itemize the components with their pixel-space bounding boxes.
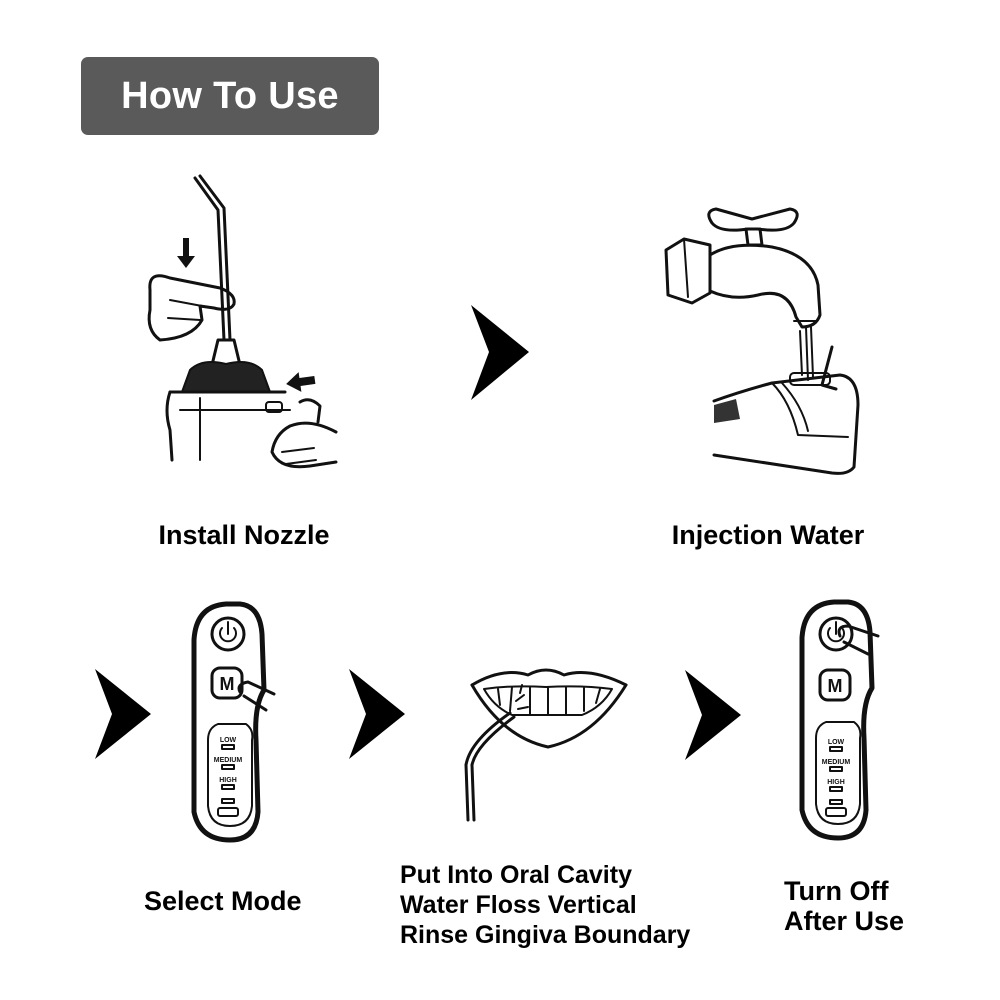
mode-key-label: M bbox=[828, 676, 843, 696]
faucet-filling-illustration bbox=[662, 205, 862, 475]
step-label-line: After Use bbox=[784, 906, 904, 936]
step-label-line: Rinse Gingiva Boundary bbox=[400, 920, 690, 950]
mode-key-label: M bbox=[220, 674, 235, 694]
step-label-oral-cavity: Put Into Oral Cavity Water Floss Vertica… bbox=[400, 860, 690, 950]
install-nozzle-illustration bbox=[140, 170, 340, 480]
step-label-injection-water: Injection Water bbox=[672, 520, 865, 551]
level-low-label: LOW bbox=[220, 737, 237, 744]
level-low-label: LOW bbox=[828, 739, 845, 746]
step-label-line: Water Floss Vertical bbox=[400, 890, 690, 920]
step-label-turn-off: Turn Off After Use bbox=[784, 876, 904, 936]
level-medium-label: MEDIUM bbox=[214, 757, 243, 764]
level-high-label: HIGH bbox=[827, 779, 845, 786]
chevron-right-icon bbox=[471, 305, 531, 400]
remote-press-mode-illustration: M LOW MEDIUM HIGH bbox=[188, 600, 308, 850]
level-high-label: HIGH bbox=[219, 777, 237, 784]
level-medium-label: MEDIUM bbox=[822, 759, 851, 766]
title-badge: How To Use bbox=[81, 57, 379, 135]
chevron-right-icon bbox=[349, 669, 405, 759]
step-label-install-nozzle: Install Nozzle bbox=[158, 520, 329, 551]
remote-press-power-illustration: M LOW MEDIUM HIGH bbox=[796, 598, 916, 848]
step-label-line: Put Into Oral Cavity bbox=[400, 860, 690, 890]
mouth-flossing-illustration bbox=[462, 645, 632, 825]
page-title: How To Use bbox=[121, 75, 339, 118]
step-label-select-mode: Select Mode bbox=[144, 886, 302, 917]
chevron-right-icon bbox=[95, 669, 151, 759]
step-label-line: Turn Off bbox=[784, 876, 904, 906]
chevron-right-icon bbox=[685, 670, 741, 760]
